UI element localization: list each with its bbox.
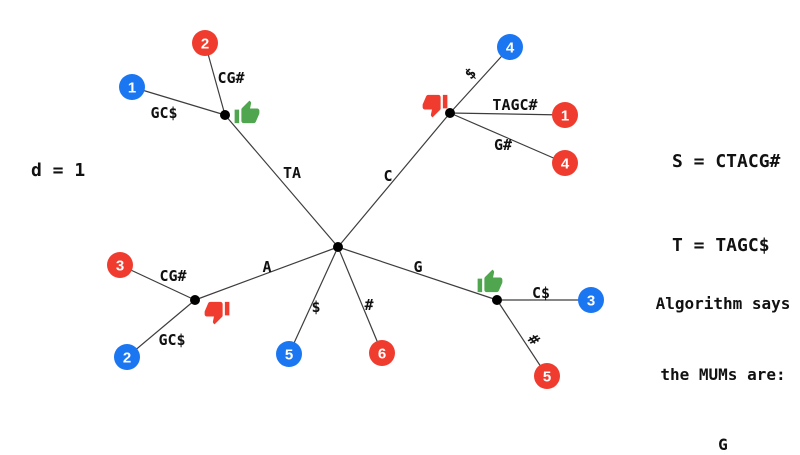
edge-label: C [383,167,392,185]
tree-edge [337,246,383,354]
leaf-node-red-4 [552,150,578,176]
internal-node [492,295,502,305]
internal-node [190,295,200,305]
leaf-number: 4 [506,39,515,56]
edge-label: G# [494,136,512,154]
leaf-number: 4 [561,155,570,172]
tree-edge [496,299,548,377]
input-strings: S = CTACG# T = TAGC$ [672,92,780,316]
thumbs-down-glyph [422,94,448,118]
root-node [333,242,343,252]
tree-edge [131,86,226,116]
string-t-label: T = TAGC$ [672,235,770,256]
leaf-node-red-5 [534,363,560,389]
edge-label: A [262,258,271,276]
leaf-number: 3 [587,292,595,309]
leaf-node-blue-2 [114,344,140,370]
tree-edge [449,46,511,114]
leaf-number: 2 [201,35,209,52]
tree-edge [288,246,339,355]
d-parameter-label: d = 1 [31,160,86,181]
mums-are-line: the MUMs are: [660,364,786,384]
leaf-number: 2 [123,349,131,366]
edge-label: G [413,258,422,276]
thumbs-down-glyph [204,301,230,325]
leaf-number: 1 [561,107,569,124]
leaf-number: 6 [378,345,386,362]
mum-result-g: G [718,435,728,454]
thumbs-up-icon [477,269,503,293]
leaf-number: 5 [543,368,551,385]
tree-edge [337,246,498,301]
leaf-node-blue-5 [276,341,302,367]
leaf-number: 3 [116,257,124,274]
leaf-node-red-2 [192,30,218,56]
leaf-number: 1 [128,79,136,96]
leaf-node-blue-1 [119,74,145,100]
edge-label: GC$ [150,104,177,122]
algorithm-output: Algorithm says the MUMs are: G TA [633,245,800,455]
string-s-label: S = CTACG# [672,151,781,172]
thumbs-up-glyph [477,269,503,293]
tree-edge [224,114,339,248]
leaf-number: 5 [285,346,293,363]
thumbs-up-glyph [234,100,260,124]
tree-edge [126,299,196,358]
leaf-node-red-1 [552,102,578,128]
leaf-node-red-3 [107,252,133,278]
edge-label: $ [311,298,320,316]
tree-edge [194,246,339,301]
leaf-node-blue-4 [497,34,523,60]
tree-edge [337,112,451,248]
internal-node [445,108,455,118]
edge-label: $ [461,64,480,83]
thumbs-up-icon [234,100,260,124]
leaf-node-red-6 [369,340,395,366]
tree-edge [449,112,566,116]
thumbs-down-icon [422,94,448,118]
edge-label: TAGC# [492,96,537,114]
edge-label: CG# [217,69,244,87]
thumbs-down-icon [204,301,230,325]
edge-label: TA [283,164,301,182]
edge-label: # [364,296,373,314]
algorithm-says-line: Algorithm says [655,294,791,313]
leaf-node-blue-3 [578,287,604,313]
edge-label: GC$ [158,331,185,349]
tree-edge [119,264,196,301]
internal-node [220,110,230,120]
edge-label: C$ [532,284,550,302]
edge-label: CG# [159,267,186,285]
tree-edge [449,112,566,164]
